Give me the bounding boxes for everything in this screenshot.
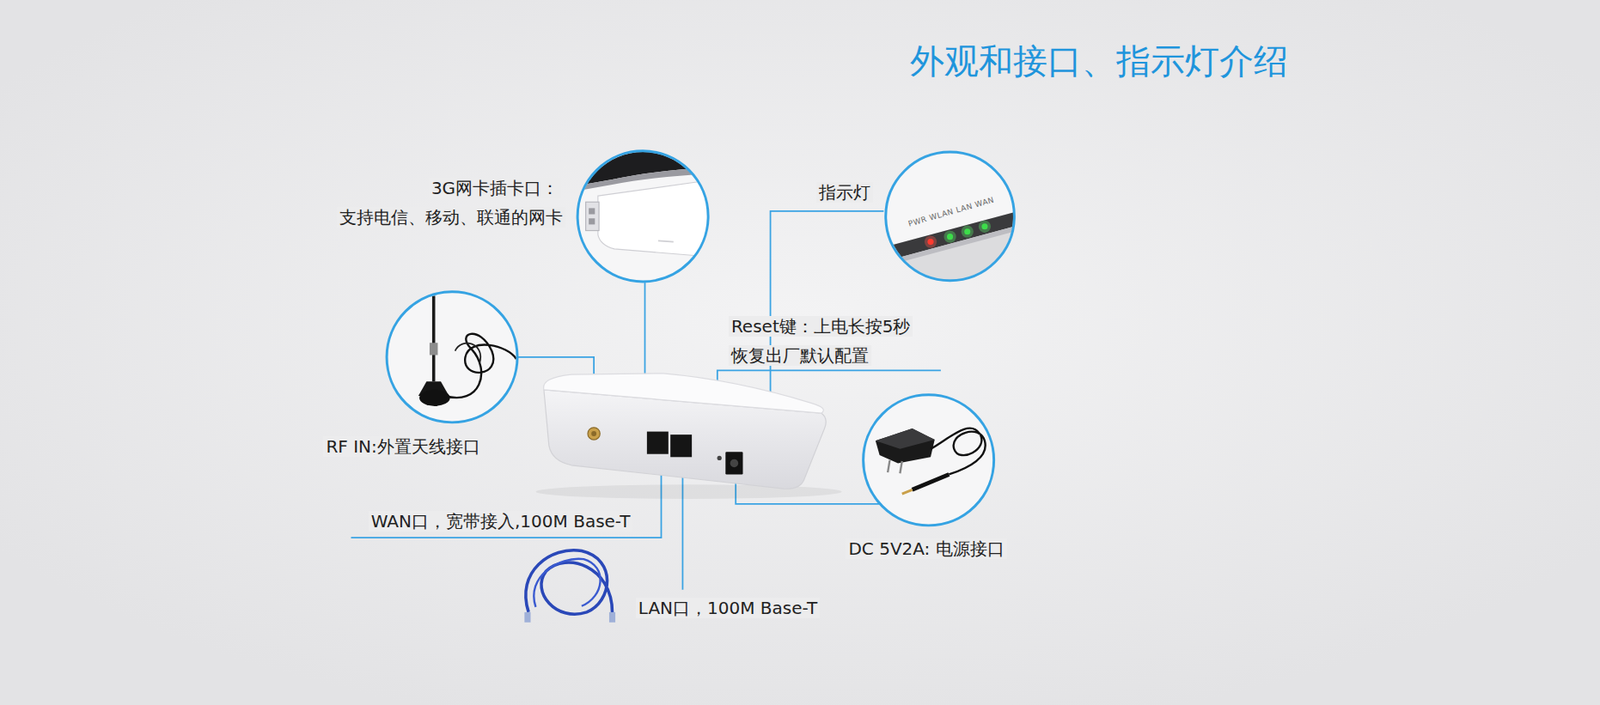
router-device — [535, 373, 842, 500]
power-adapter-closeup — [861, 392, 995, 531]
callout-label: 指示灯 — [816, 182, 874, 203]
callout-circle — [386, 292, 518, 423]
callout-label: DC 5V2A: 电源接口 — [845, 538, 1007, 560]
callout-circle — [577, 151, 709, 282]
indicator-closeup — [877, 142, 1026, 296]
callout-label: WAN口，宽带接入,100M Base-T — [368, 511, 634, 532]
ethernet-cable — [524, 550, 616, 623]
antenna-closeup — [382, 286, 526, 429]
callout-label: 3G网卡插卡口： — [428, 177, 562, 199]
callout-label: LAN口，100M Base-T — [635, 598, 820, 619]
page-title: 外观和接口、指示灯介绍 — [909, 40, 1289, 82]
callout-circle — [863, 395, 995, 526]
callout-label: 恢复出厂默认配置 — [728, 345, 872, 367]
callout-label: 支持电信、移动、联通的网卡 — [336, 207, 566, 228]
callout-label: RF IN:外置天线接口 — [323, 436, 483, 458]
callout-label: Reset键：上电长按5秒 — [728, 316, 914, 337]
card-slot-closeup — [571, 142, 715, 296]
callout-circle — [885, 152, 1015, 281]
